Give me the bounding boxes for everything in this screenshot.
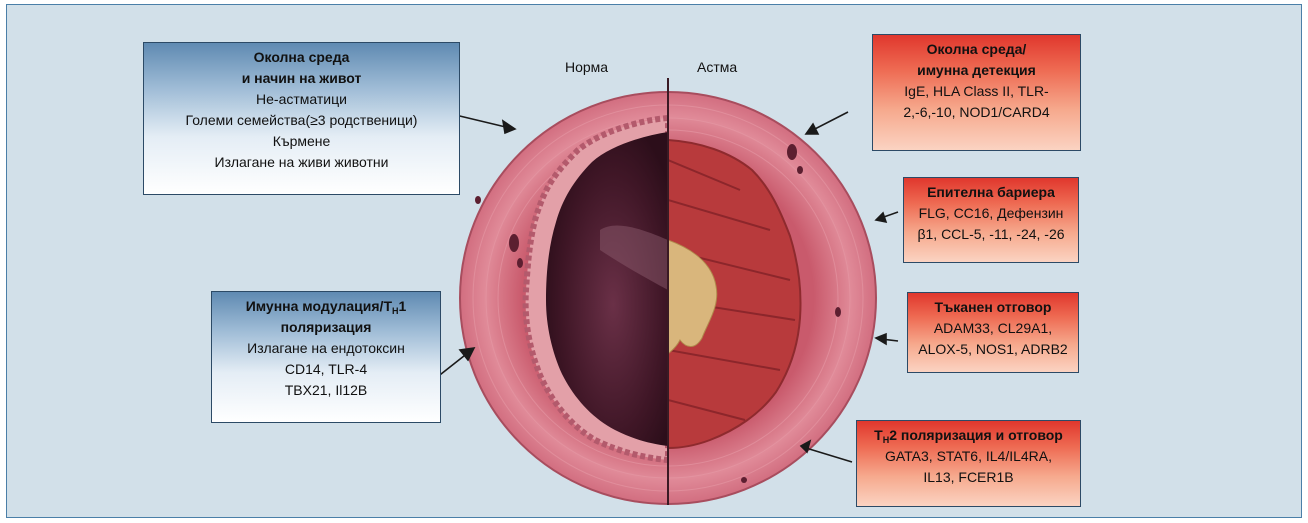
box-line: ALOX-5, NOS1, ADRB2 — [914, 339, 1072, 360]
box-epithelial-barrier: Епителна бариера FLG, CC16, Дефензин β1,… — [903, 177, 1079, 263]
box-line: ADAM33, CL29A1, — [914, 318, 1072, 339]
box-line: TBX21, Il12B — [218, 380, 434, 401]
box-line: Излагане на живи животни — [150, 152, 453, 173]
box-line: 2,-6,-10, NOD1/CARD4 — [879, 102, 1074, 123]
label-normal: Норма — [565, 59, 608, 75]
box-line: CD14, TLR-4 — [218, 359, 434, 380]
box-line: GATA3, STAT6, IL4/IL4RA, — [863, 446, 1074, 467]
box-title: имунна детекция — [879, 60, 1074, 81]
box-title: Имунна модулация/ТH1 — [218, 296, 434, 317]
box-title: поляризация — [218, 317, 434, 338]
box-env-detection: Околна среда/ имунна детекция IgE, HLA C… — [872, 34, 1081, 151]
box-line: β1, CCL-5, -11, -24, -26 — [910, 224, 1072, 245]
box-line: IL13, FCER1B — [863, 467, 1074, 488]
box-line: Излагане на ендотоксин — [218, 338, 434, 359]
arrow-th2 — [806, 448, 852, 462]
box-title: Тъканен отговор — [914, 297, 1072, 318]
box-th2-polarization: ТH2 поляризация и отговор GATA3, STAT6, … — [856, 420, 1081, 507]
box-line: FLG, CC16, Дефензин — [910, 203, 1072, 224]
box-line: Не-астматици — [150, 89, 453, 110]
box-tissue-response: Тъканен отговор ADAM33, CL29A1, ALOX-5, … — [907, 292, 1079, 373]
box-title: Околна среда — [150, 47, 453, 68]
arrow-env-detect — [811, 112, 848, 131]
box-title: Епителна бариера — [910, 182, 1072, 203]
box-line: IgE, HLA Class II, TLR- — [879, 81, 1074, 102]
label-asthma: Астма — [697, 59, 737, 75]
box-title: ТH2 поляризация и отговор — [863, 425, 1074, 446]
box-immune-modulation: Имунна модулация/ТH1 поляризация Излаган… — [211, 291, 441, 423]
box-line: Големи семейства(≥3 родственици) — [150, 110, 453, 131]
box-title: и начин на живот — [150, 68, 453, 89]
box-env-lifestyle: Околна среда и начин на живот Не-астмати… — [143, 42, 460, 195]
box-line: Кърмене — [150, 131, 453, 152]
box-title: Околна среда/ — [879, 39, 1074, 60]
